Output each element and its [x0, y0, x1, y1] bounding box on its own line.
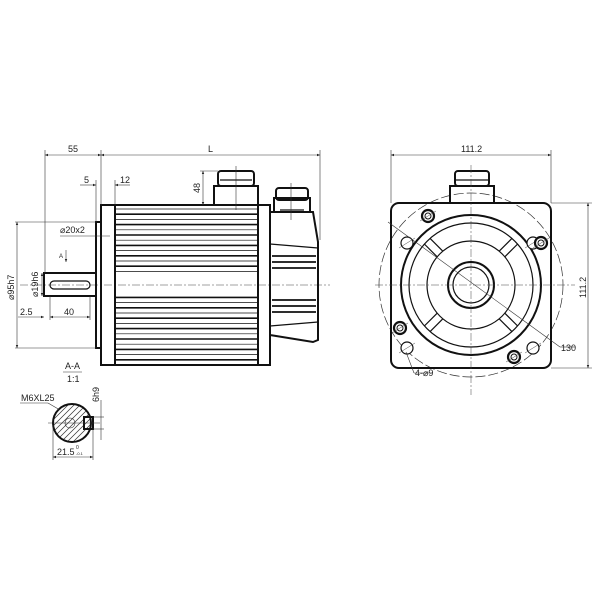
- key-slot: [49, 280, 91, 290]
- thread-label: M6XL25: [21, 393, 55, 403]
- spoke-line: [498, 318, 513, 333]
- hatch-line: [12, 403, 52, 443]
- front-view: 111.2 111.2 130 4-⌀9: [375, 144, 592, 395]
- hole-centerline: [524, 342, 542, 354]
- spoke-line: [423, 312, 438, 327]
- hole-centerline: [505, 351, 523, 363]
- shaft-depth-tol-upper: 0: [76, 445, 79, 451]
- screw-inner: [424, 212, 432, 220]
- shaft-depth-tol-lower: -0.1: [76, 451, 84, 456]
- dim-shaft-length: 55: [68, 144, 78, 154]
- section-scale: 1:1: [67, 374, 80, 384]
- encoder-housing: [269, 211, 319, 344]
- dim-shaft-diameter: ⌀19h6: [30, 272, 40, 297]
- dim-flange-5: 5: [84, 175, 89, 185]
- screw-inner: [396, 324, 404, 332]
- cooling-fins: [115, 208, 258, 361]
- dim-chamfer: ⌀20x2: [60, 225, 85, 235]
- dim-pilot-diameter: ⌀95h7: [6, 275, 16, 300]
- spoke-line: [429, 318, 444, 333]
- dim-width: 111.2: [461, 144, 482, 154]
- side-view: 55 L 5 12 48 ⌀95h7 ⌀19h6 ⌀20x2 A 2.5 40: [6, 144, 330, 366]
- dim-holes: 4-⌀9: [415, 368, 433, 378]
- spokes: [423, 237, 519, 333]
- dim-flange-12: 12: [120, 175, 130, 185]
- hole-centerline: [419, 210, 437, 222]
- dim-total-length: L: [208, 144, 213, 154]
- dim-connector-height: 48: [192, 183, 202, 193]
- mounting-holes: [391, 208, 550, 365]
- spoke-line: [429, 237, 444, 252]
- key-width: 6h9: [91, 387, 101, 402]
- dim-bolt-circle: 130: [561, 343, 576, 353]
- section-view: A-A 1:1 M6XL25 6h9 21.5 0 -0.1: [12, 361, 104, 460]
- dim-key-length: 40: [64, 307, 74, 317]
- hatch-line: [71, 404, 91, 442]
- shaft: [43, 272, 97, 297]
- hole-centerline: [391, 322, 409, 334]
- hole-centerline: [398, 342, 416, 354]
- spoke-line: [504, 243, 519, 258]
- section-title: A-A: [65, 361, 80, 371]
- dim-height: 111.2: [578, 277, 588, 298]
- power-connector: [213, 166, 259, 210]
- encoder-connector: [273, 183, 311, 220]
- spoke-line: [423, 243, 438, 258]
- encoder-fins: [272, 255, 316, 313]
- front-connector: [449, 170, 495, 204]
- spoke-line: [504, 312, 519, 327]
- section-marker: A: [59, 254, 63, 260]
- screw-inner: [537, 239, 545, 247]
- shaft-depth: 21.5: [57, 447, 75, 457]
- dim-offset: 2.5: [20, 307, 33, 317]
- hatch-line: [53, 404, 71, 442]
- hole-centerline: [532, 237, 550, 249]
- screw-inner: [510, 353, 518, 361]
- spoke-line: [498, 237, 513, 252]
